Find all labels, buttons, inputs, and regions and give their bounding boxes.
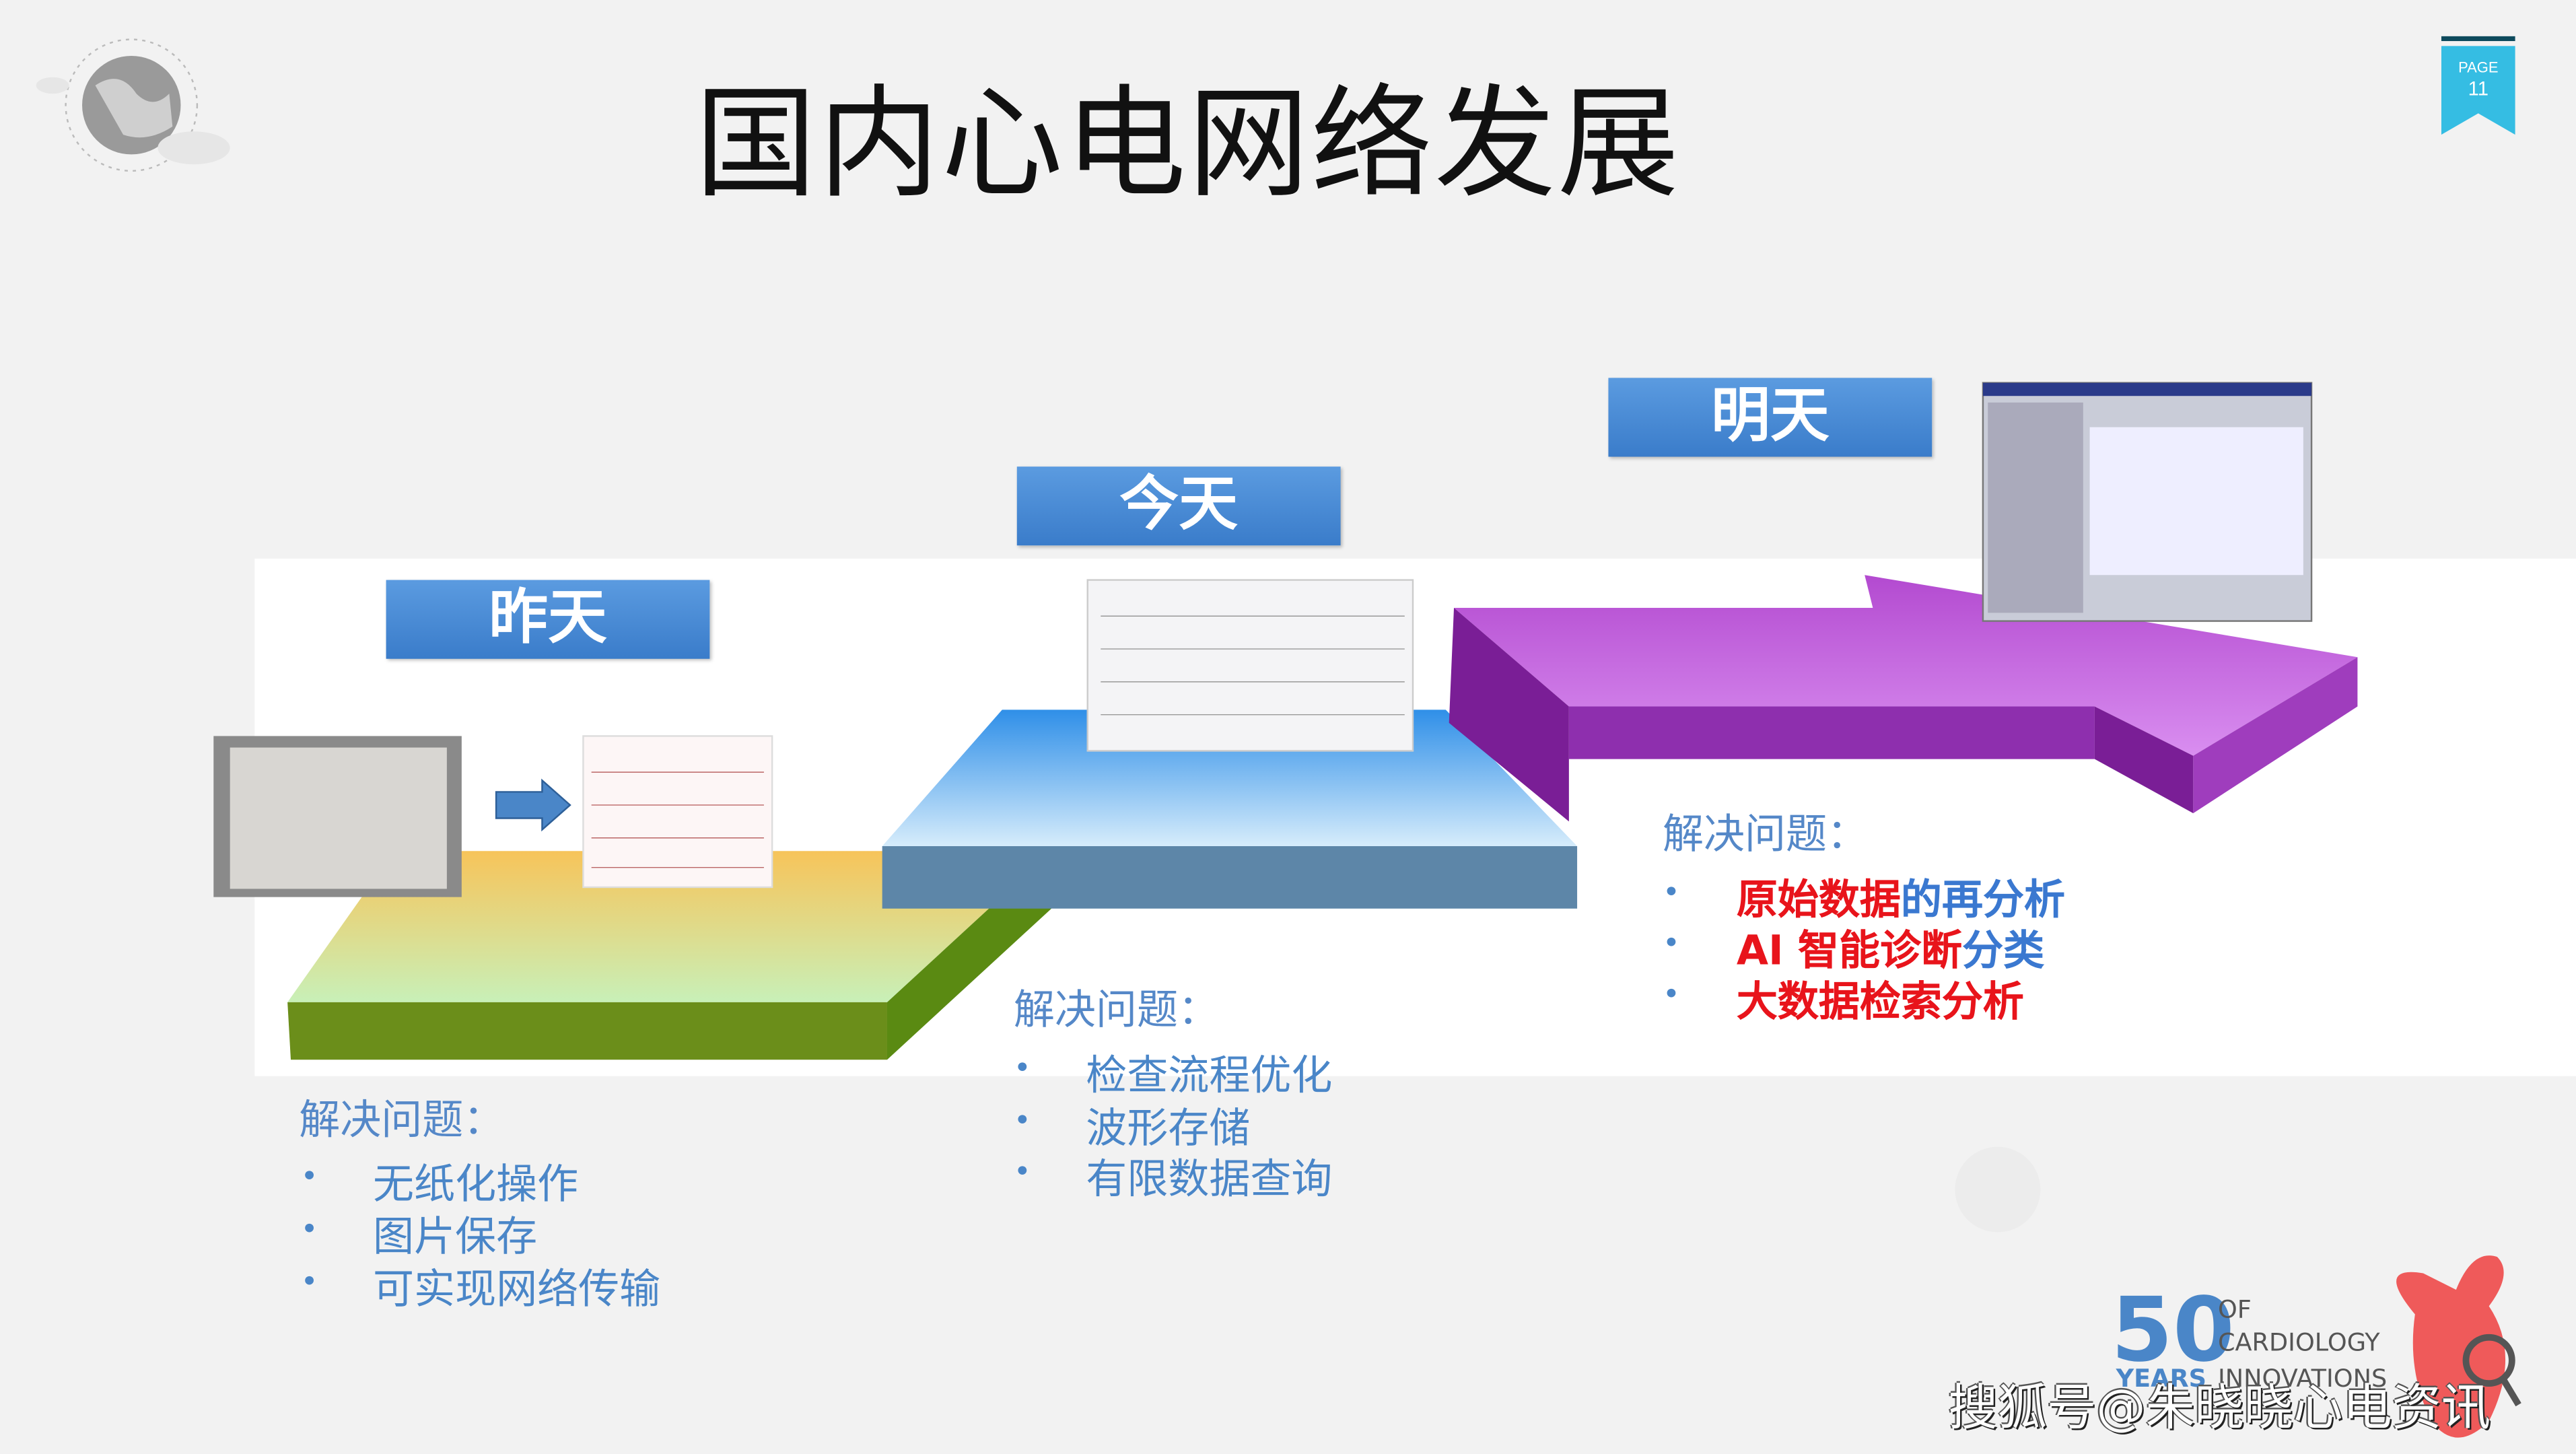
tag-yesterday: 昨天 (386, 580, 710, 659)
green-platform (287, 851, 1052, 1002)
watermark: 搜狐号@朱晓晓心电资讯 (1948, 1380, 2491, 1438)
list-item: 原始数据的再分析 (1737, 868, 2065, 927)
heart-logo-icon (2396, 1255, 2521, 1438)
tag-today: 今天 (1016, 466, 1341, 546)
logo-years: YEARS (2116, 1363, 2207, 1393)
normal-text: 的再分析 (1900, 875, 2066, 924)
logo-cardiology: CARDIOLOGY (2217, 1327, 2380, 1358)
list-item: 波形存储 (1086, 1104, 1251, 1152)
bullet: • (300, 1212, 318, 1247)
yesterday-heading: 解决问题： (299, 1095, 505, 1144)
bullet: • (300, 1160, 318, 1195)
list-item: 可实现网络传输 (373, 1265, 661, 1313)
page-number: 11 (2468, 77, 2489, 100)
bullet: • (1013, 1051, 1031, 1086)
ribbon-icon (2441, 36, 2515, 135)
tag-tomorrow: 明天 (1608, 378, 1933, 457)
list-item: 大数据检索分析 (1737, 969, 2024, 1029)
logo-of: OF (2217, 1294, 2252, 1325)
highlight-text: AI 智能诊断 (1736, 926, 1963, 975)
list-item: 检查流程优化 (1086, 1051, 1333, 1099)
software-screenshot-image (1982, 382, 2313, 622)
bullet: • (300, 1265, 318, 1300)
digital-ecg-image (1086, 579, 1414, 752)
bullet: • (1662, 977, 1680, 1012)
ecg-printout-image (582, 735, 773, 889)
right-arrow-icon (495, 778, 571, 832)
normal-text: 分类 (1962, 926, 2045, 975)
highlight-text: 原始数据 (1736, 875, 1901, 924)
list-item: 无纸化操作 (373, 1160, 579, 1208)
bullet: • (1662, 875, 1680, 911)
logo-number: 50 (2111, 1278, 2235, 1382)
globe-logo-icon (36, 38, 230, 172)
tomorrow-heading: 解决问题： (1662, 810, 1869, 858)
list-item: 图片保存 (373, 1212, 538, 1261)
logo-innovations: INNOVATIONS (2217, 1363, 2388, 1393)
page-label: PAGE (2458, 59, 2499, 76)
cart-icon (1955, 1146, 2041, 1233)
bullet: • (1013, 1104, 1031, 1139)
list-item: AI 智能诊断分类 (1737, 918, 2044, 977)
page-title: 国内心电网络发展 (695, 73, 1681, 215)
bullet: • (1013, 1154, 1031, 1190)
bullet: • (1662, 926, 1680, 961)
paper-ecg-photo (213, 736, 462, 897)
list-item: 有限数据查询 (1086, 1154, 1333, 1203)
page-badge: PAGE 11 (2441, 36, 2515, 135)
highlight-text: 大数据检索分析 (1736, 977, 2024, 1025)
today-heading: 解决问题： (1013, 985, 1220, 1034)
